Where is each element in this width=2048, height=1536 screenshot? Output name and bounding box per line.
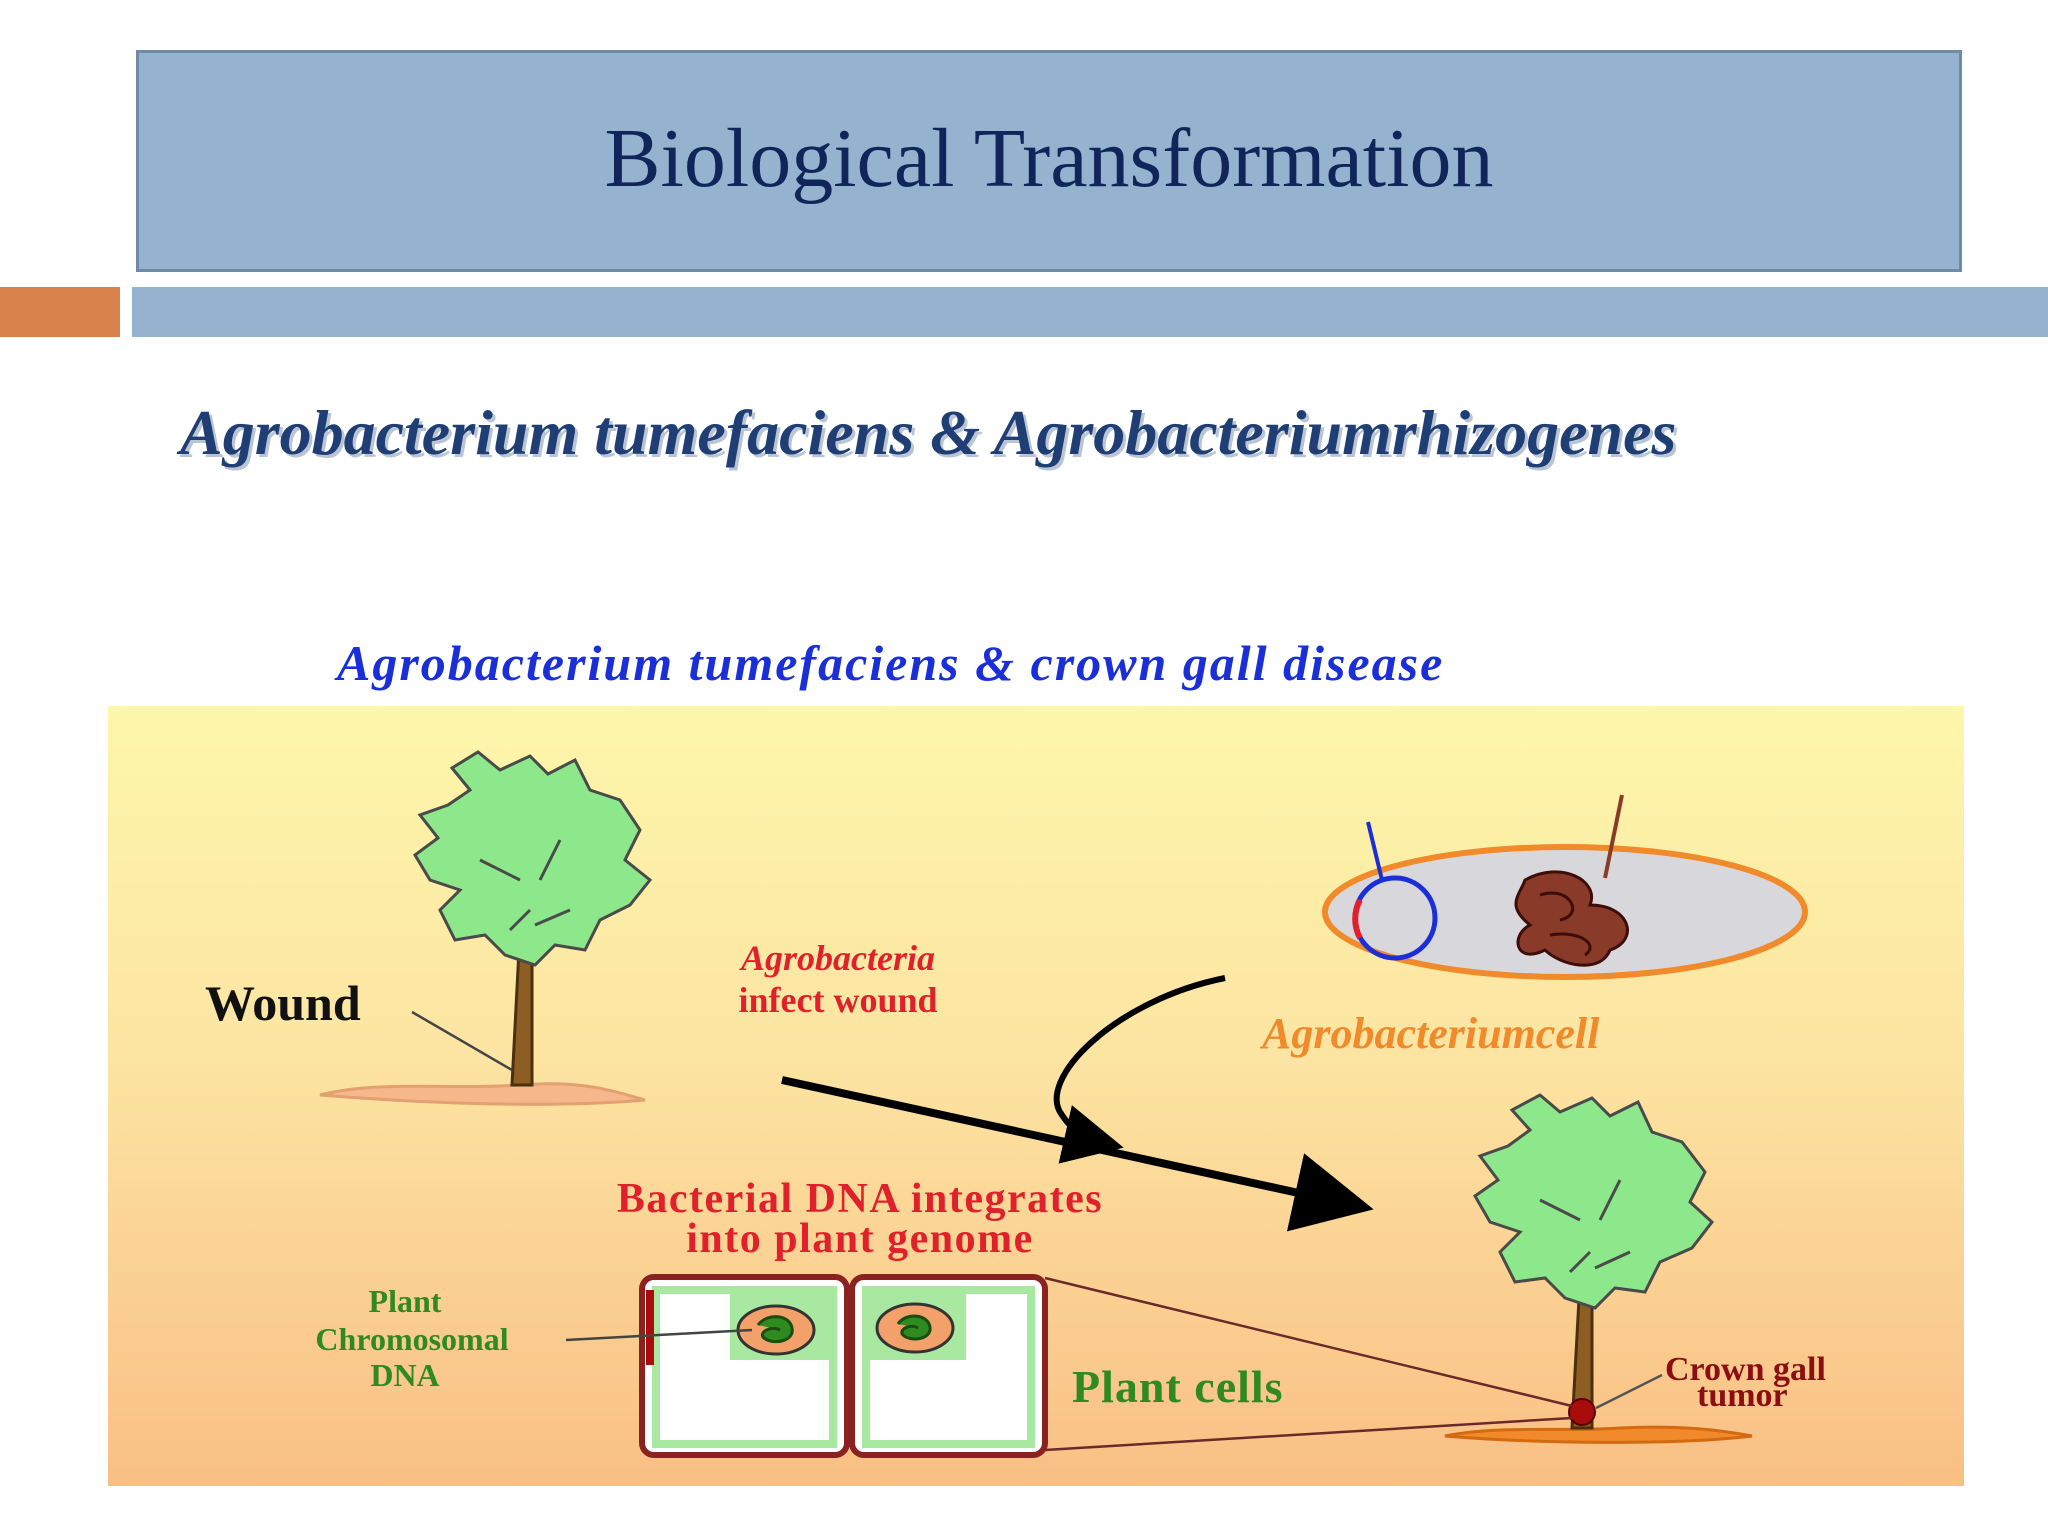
zoom-line-top xyxy=(1044,1276,1573,1408)
ground-left xyxy=(319,1082,646,1106)
diagram-heading: Agrobacterium tumefaciens & crown gall d… xyxy=(334,635,1444,691)
accent-bar-blue xyxy=(132,287,2048,337)
tdna-insert-marker xyxy=(646,1290,654,1365)
crown-gall-tumor xyxy=(1568,1398,1596,1426)
plant-cells xyxy=(639,1274,1048,1458)
tumor-label-line1: Crown gall xyxy=(1665,1351,1826,1388)
chromosome-pilus xyxy=(1603,794,1624,879)
plant-cells-label: Plant cells xyxy=(1072,1361,1284,1412)
chromosome-2 xyxy=(896,1314,932,1341)
accent-bar-orange xyxy=(0,287,120,337)
wound-pointer xyxy=(411,1010,513,1072)
chromosome-1 xyxy=(756,1315,794,1344)
branch-lines-left xyxy=(479,839,571,932)
chromosomal-label-line1: Plant xyxy=(369,1283,442,1319)
plasmid-pilus xyxy=(1366,821,1384,881)
wound-label: Wound xyxy=(205,975,361,1031)
foliage-right xyxy=(1473,1093,1715,1310)
tumor-label-line2: tumor xyxy=(1697,1377,1788,1414)
zoom-line-bottom xyxy=(1044,1416,1573,1452)
integrate-label-line1: Bacterial DNA integrates xyxy=(617,1176,1103,1222)
branch-lines-right xyxy=(1539,1179,1631,1274)
integrate-label-line2: into plant genome xyxy=(686,1216,1034,1262)
title-bar: Biological Transformation xyxy=(136,50,1962,272)
slide-subtitle: Agrobacterium tumefaciens & Agrobacteriu… xyxy=(180,397,1677,468)
tumor-pointer xyxy=(1595,1373,1663,1410)
ti-plasmid-tdna-segment xyxy=(1352,898,1363,940)
agrobacterium-cell xyxy=(1322,794,1808,980)
bacterial-chromosome xyxy=(1514,870,1629,967)
foliage-left xyxy=(413,750,653,967)
tree-infected xyxy=(1473,1093,1715,1430)
chromosomal-label-line2: Chromosomal xyxy=(315,1321,508,1357)
agrobacterium-cell-label: Agrobacteriumcell xyxy=(1259,1009,1600,1058)
infection-arrow xyxy=(781,1076,1374,1232)
infect-label-line2: infect wound xyxy=(738,980,937,1020)
tree-healthy xyxy=(413,750,653,1087)
ground-right xyxy=(1444,1425,1753,1444)
curved-arrow xyxy=(1053,975,1226,1164)
chromosomal-pointer xyxy=(565,1328,753,1342)
infect-label-line1: Agrobacteria xyxy=(739,938,935,978)
slide-title: Biological Transformation xyxy=(604,111,1494,205)
chromosomal-label-line3: DNA xyxy=(370,1357,439,1393)
